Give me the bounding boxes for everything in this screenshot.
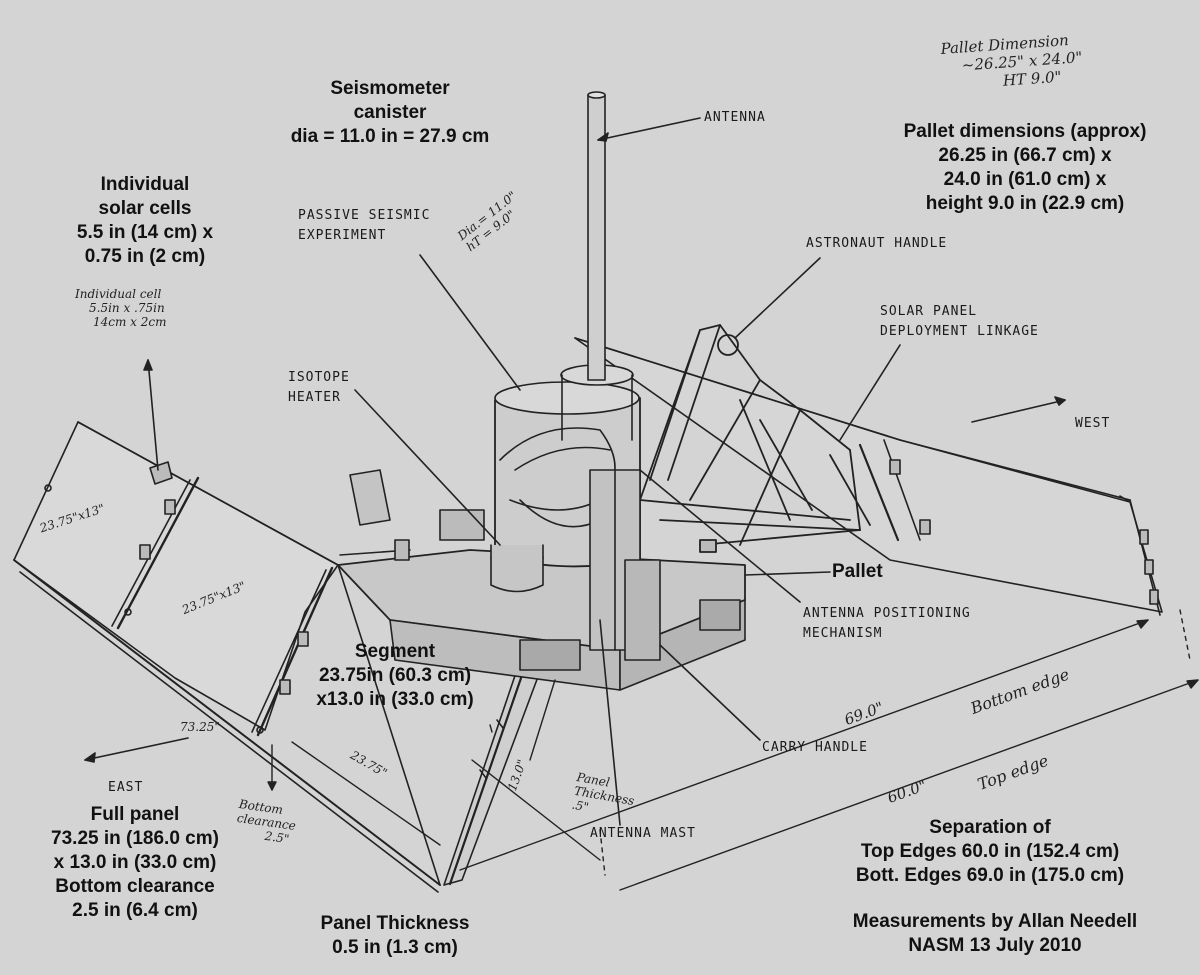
leader-lines bbox=[84, 117, 1066, 826]
caption-passive-seismic: PASSIVE SEISMIC EXPERIMENT bbox=[298, 206, 430, 246]
pallet-dims-line-4: height 9.0 in (22.9 cm) bbox=[925, 193, 1125, 214]
full-panel-line-2: 73.25 in (186.0 cm) bbox=[51, 828, 219, 849]
dimension-lines bbox=[267, 609, 1199, 891]
west-solar-panel bbox=[574, 337, 1163, 616]
caption-solar-linkage-2: DEPLOYMENT LINKAGE bbox=[880, 324, 1039, 339]
solar-cells-line-2: solar cells bbox=[98, 198, 192, 219]
hand-cell-note-1: Individual cell bbox=[75, 287, 162, 301]
full-panel-line-5: 2.5 in (6.4 cm) bbox=[72, 900, 198, 921]
pallet-dimensions-label: Pallet dimensions (approx) 26.25 in (66.… bbox=[860, 120, 1190, 216]
caption-passive-seismic-1: PASSIVE SEISMIC bbox=[298, 208, 431, 223]
seismometer-line-2: canister bbox=[353, 102, 427, 123]
caption-astronaut-handle: ASTRONAUT HANDLE bbox=[806, 236, 948, 251]
solar-cells-line-1: Individual bbox=[100, 174, 190, 195]
seismometer-line-3: dia = 11.0 in = 27.9 cm bbox=[290, 126, 490, 147]
full-panel-label: Full panel 73.25 in (186.0 cm) x 13.0 in… bbox=[10, 803, 260, 923]
credit-line-2: NASM 13 July 2010 bbox=[908, 935, 1082, 956]
full-panel-line-3: x 13.0 in (33.0 cm) bbox=[53, 852, 217, 873]
pallet-label: Pallet bbox=[832, 561, 883, 582]
caption-west: WEST bbox=[1075, 416, 1111, 431]
hand-cell-note-3: 14cm x 2cm bbox=[93, 315, 167, 329]
full-panel-line-4: Bottom clearance bbox=[55, 876, 215, 897]
separation-line-2: Top Edges 60.0 in (152.4 cm) bbox=[860, 841, 1120, 862]
caption-passive-seismic-2: EXPERIMENT bbox=[298, 228, 387, 243]
caption-antenna-positioning-2: MECHANISM bbox=[803, 626, 883, 641]
hand-pallet-note: Pallet Dimension ~26.25" x 24.0" HT 9.0" bbox=[940, 30, 1084, 94]
caption-solar-linkage: SOLAR PANEL DEPLOYMENT LINKAGE bbox=[880, 302, 1039, 342]
east-solar-panel bbox=[13, 421, 441, 893]
pallet-dims-line-1: Pallet dimensions (approx) bbox=[903, 121, 1147, 142]
solar-cells-line-4: 0.75 in (2 cm) bbox=[84, 246, 206, 267]
credit-label: Measurements by Allan Needell NASM 13 Ju… bbox=[810, 910, 1180, 958]
segment-label: Segment 23.75in (60.3 cm) x13.0 in (33.0… bbox=[280, 640, 510, 712]
solar-cells-label: Individual solar cells 5.5 in (14 cm) x … bbox=[20, 173, 270, 269]
caption-east: EAST bbox=[108, 780, 144, 795]
hand-cell-note-2: 5.5in x .75in bbox=[89, 301, 165, 315]
caption-solar-linkage-1: SOLAR PANEL bbox=[880, 304, 978, 319]
seismometer-canister bbox=[490, 364, 661, 661]
segment-line-2: 23.75in (60.3 cm) bbox=[318, 665, 472, 686]
caption-isotope-heater-2: HEATER bbox=[288, 390, 341, 405]
caption-carry-handle: CARRY HANDLE bbox=[762, 740, 868, 755]
credit-line-1: Measurements by Allan Needell bbox=[852, 911, 1138, 932]
separation-line-3: Bott. Edges 69.0 in (175.0 cm) bbox=[855, 865, 1125, 886]
solar-cells-line-3: 5.5 in (14 cm) x bbox=[76, 222, 214, 243]
caption-isotope-heater-1: ISOTOPE bbox=[288, 370, 350, 385]
hand-bottom-clear: Bottom clearance 2.5" bbox=[234, 797, 299, 847]
panel-thickness-line-2: 0.5 in (1.3 cm) bbox=[332, 937, 458, 958]
caption-antenna: ANTENNA bbox=[704, 110, 766, 125]
separation-label: Separation of Top Edges 60.0 in (152.4 c… bbox=[820, 816, 1160, 888]
seismometer-label: Seismometer canister dia = 11.0 in = 27.… bbox=[240, 77, 540, 149]
separation-line-1: Separation of bbox=[929, 817, 1051, 838]
segment-line-1: Segment bbox=[354, 641, 436, 662]
full-panel-line-1: Full panel bbox=[90, 804, 180, 825]
hand-d-7325: 73.25" bbox=[180, 720, 220, 734]
panel-thickness-label: Panel Thickness 0.5 in (1.3 cm) bbox=[280, 912, 510, 960]
caption-antenna-mast: ANTENNA MAST bbox=[590, 826, 696, 841]
pallet-dims-line-3: 24.0 in (61.0 cm) x bbox=[943, 169, 1107, 190]
pallet-dims-line-2: 26.25 in (66.7 cm) x bbox=[938, 145, 1112, 166]
panel-thickness-line-1: Panel Thickness bbox=[320, 913, 470, 934]
caption-antenna-positioning: ANTENNA POSITIONING MECHANISM bbox=[803, 604, 971, 644]
caption-isotope-heater: ISOTOPE HEATER bbox=[288, 368, 350, 408]
caption-antenna-positioning-1: ANTENNA POSITIONING bbox=[803, 606, 971, 621]
hand-cell-note: Individual cell 5.5in x .75in 14cm x 2cm bbox=[75, 287, 167, 329]
antenna bbox=[587, 91, 606, 381]
segment-line-3: x13.0 in (33.0 cm) bbox=[316, 689, 474, 710]
deployment-linkage-frame bbox=[639, 324, 871, 553]
seismometer-line-1: Seismometer bbox=[330, 78, 450, 99]
